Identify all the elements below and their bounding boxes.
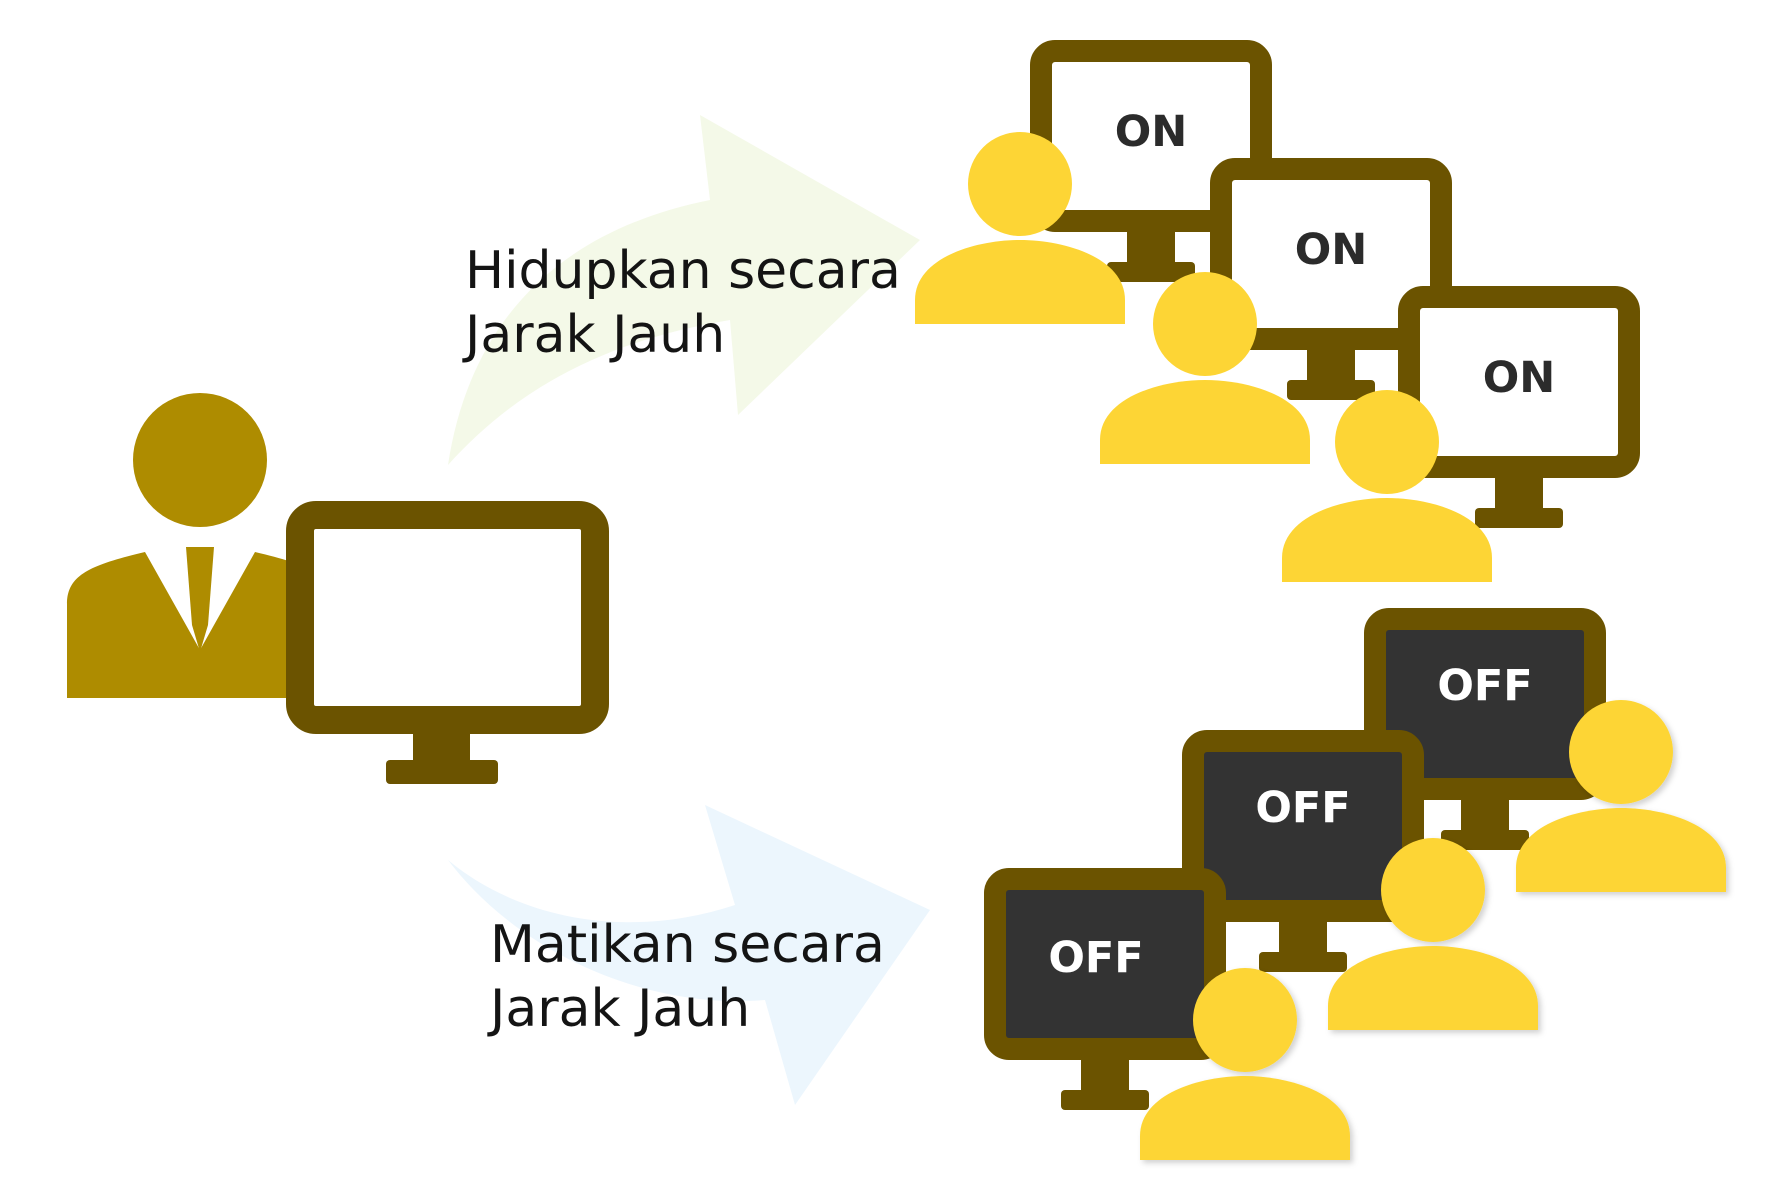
admin-station xyxy=(67,393,609,784)
monitor-icon: OFF xyxy=(1193,741,1413,972)
screen-status-off: OFF xyxy=(1255,783,1350,833)
admin-person-icon xyxy=(67,393,333,698)
monitor-icon: ON xyxy=(1409,297,1629,528)
client-off-1: OFF xyxy=(1375,619,1726,892)
clients-off: OFF OFF OFF xyxy=(995,619,1726,1160)
screen-status-off: OFF xyxy=(1437,661,1532,711)
client-on-3: ON xyxy=(1282,297,1629,582)
screen-status-on: ON xyxy=(1115,107,1188,157)
client-off-3: OFF xyxy=(995,879,1350,1160)
power-on-label-line2: Jarak Jauh xyxy=(462,305,725,365)
power-on-label-line1: Hidupkan secara xyxy=(465,241,901,301)
monitor-icon: OFF xyxy=(1375,619,1595,850)
client-on-2: ON xyxy=(1100,169,1441,464)
monitor-icon: OFF xyxy=(995,879,1215,1110)
admin-monitor-icon xyxy=(286,501,609,784)
client-off-2: OFF xyxy=(1193,741,1538,1030)
clients-on: ON ON ON xyxy=(915,51,1629,582)
monitor-icon: ON xyxy=(1221,169,1441,400)
screen-status-on: ON xyxy=(1483,353,1556,403)
power-off-arrow xyxy=(448,805,930,1105)
power-on-arrow xyxy=(448,115,920,465)
client-on-1: ON xyxy=(915,51,1261,324)
power-off-label-line1: Matikan secara xyxy=(490,915,885,975)
screen-status-off: OFF xyxy=(1048,933,1143,983)
screen-status-on: ON xyxy=(1295,225,1368,275)
power-off-label: Matikan secara Jarak Jauh xyxy=(487,915,885,1039)
power-off-label-line2: Jarak Jauh xyxy=(487,979,750,1039)
power-on-label: Hidupkan secara Jarak Jauh xyxy=(462,241,901,365)
monitor-icon: ON xyxy=(1041,51,1261,282)
